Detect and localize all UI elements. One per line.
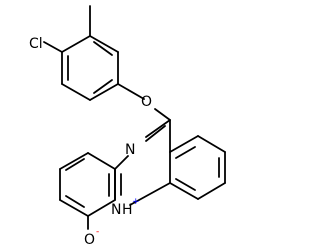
double-bond-phenol-2 (65, 195, 85, 208)
oxygen-quinazoline-bond (154, 108, 171, 121)
bond-benzo-5 (169, 182, 199, 200)
molecule-diagram: Cl O N N H + (29, 5, 226, 248)
bond-ring-1 (89, 35, 119, 53)
bond-benzo-2 (197, 135, 226, 153)
double-bond-benzo-3 (175, 178, 196, 191)
chlorine-bond (43, 41, 63, 53)
double-bond-ring-2 (93, 79, 113, 94)
phenoxide-oxygen-label: O (84, 232, 95, 248)
double-bond-benzo-1 (175, 146, 196, 159)
oxygen-negative-charge: - (96, 227, 99, 237)
double-bond-ring-1 (93, 41, 113, 56)
nitrogen-positive-charge: + (132, 197, 140, 207)
bond-n1-c8a (129, 182, 171, 206)
nitrogen-hydrogen-label: H (122, 202, 133, 218)
bond-phenol-1 (59, 152, 89, 170)
bond-c2-aryl (87, 152, 116, 170)
bond-phenol-3 (59, 199, 89, 217)
chlorine-label: Cl (29, 36, 43, 52)
bond-phenol-4 (87, 199, 116, 217)
chloromethylphenyl-ring (61, 35, 119, 101)
protonated-nitrogen-label: N (111, 202, 121, 218)
bond-ring-4 (61, 83, 91, 101)
bond-c-cl-carbon-to-methyl-carbon (61, 35, 91, 53)
phenolate-ring (59, 152, 116, 217)
bond-ring-3 (89, 83, 119, 101)
ring-nitrogen-label: N (125, 142, 135, 158)
bond-c4-n3 (145, 119, 171, 138)
double-bond-c4-n3 (145, 125, 166, 142)
quinazoline-core (114, 119, 226, 206)
bond-benzo-4 (197, 182, 226, 200)
bond-n3-c2 (114, 155, 129, 170)
structure-canvas: Cl O N N H + (29, 5, 226, 248)
ether-oxygen-label: O (141, 94, 152, 110)
aryl-oxygen-bond (117, 83, 145, 100)
double-bond-phenol-1 (65, 158, 85, 171)
bond-benzo-1 (169, 135, 199, 153)
